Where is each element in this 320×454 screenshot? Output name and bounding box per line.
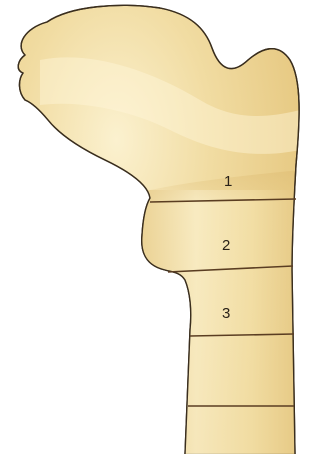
zone-label-2: 2	[222, 237, 230, 254]
zone-label-3: 3	[222, 305, 230, 322]
zone-label-1: 1	[224, 173, 232, 190]
